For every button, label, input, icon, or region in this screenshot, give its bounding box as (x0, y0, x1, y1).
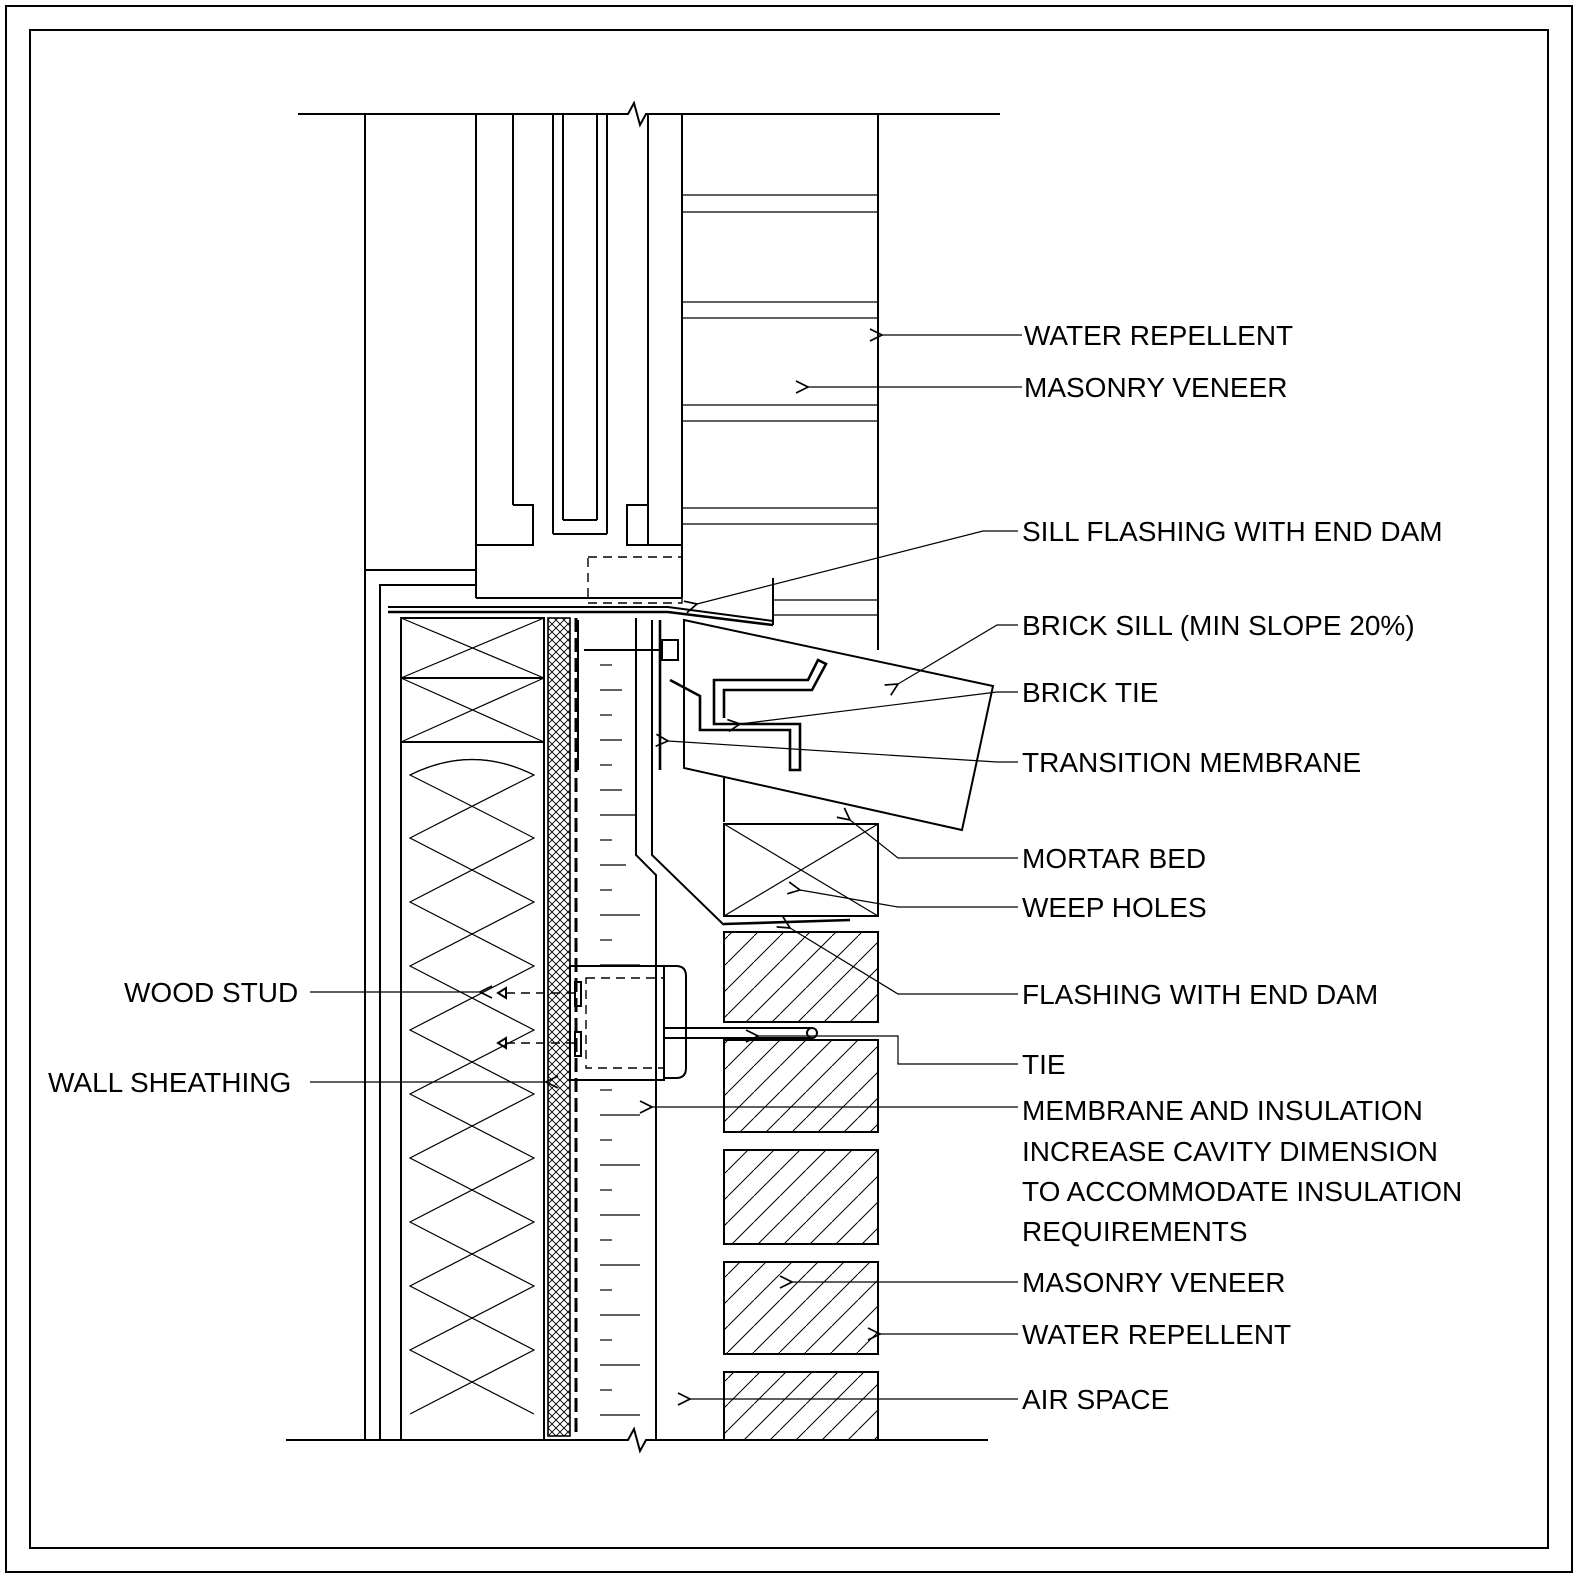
label-tie: TIE (1022, 1049, 1066, 1080)
label-membrane-insulation-1: MEMBRANE AND INSULATION (1022, 1095, 1423, 1126)
label-membrane-insulation-3: TO ACCOMMODATE INSULATION (1022, 1176, 1462, 1207)
label-wood-stud: WOOD STUD (124, 977, 298, 1008)
inner-frame (29, 29, 1549, 1549)
label-sill-flashing: SILL FLASHING WITH END DAM (1022, 516, 1443, 547)
label-transition-membrane: TRANSITION MEMBRANE (1022, 747, 1361, 778)
label-wall-sheathing: WALL SHEATHING (48, 1067, 291, 1098)
rigid-insulation (600, 618, 657, 1440)
break-line-top (298, 100, 1000, 128)
brick-sill (683, 618, 995, 832)
upper-masonry-veneer (682, 114, 879, 650)
label-membrane-insulation-4: REQUIREMENTS (1022, 1216, 1248, 1247)
wall-sheathing (547, 617, 571, 1437)
weep-brick (723, 823, 879, 917)
base-flashing (723, 918, 851, 926)
label-air-space: AIR SPACE (1022, 1384, 1169, 1415)
brick-tie (584, 639, 828, 772)
masonry-tie-anchor (496, 965, 818, 1081)
batt-insulation (408, 758, 536, 1415)
wood-stud-plates (400, 617, 545, 1440)
callout-labels: WATER REPELLENT MASONRY VENEER SILL FLAS… (48, 320, 1462, 1415)
label-brick-tie: BRICK TIE (1022, 677, 1158, 708)
outer-frame (5, 5, 1573, 1573)
label-brick-sill: BRICK SILL (MIN SLOPE 20%) (1022, 610, 1415, 641)
label-mortar-bed: MORTAR BED (1022, 843, 1206, 874)
interior-finish (364, 114, 476, 1440)
label-water-repellent-top: WATER REPELLENT (1024, 320, 1293, 351)
label-flashing-end-dam: FLASHING WITH END DAM (1022, 979, 1378, 1010)
leader-lines (310, 335, 1022, 1399)
label-masonry-veneer-top: MASONRY VENEER (1024, 372, 1287, 403)
label-weep-holes: WEEP HOLES (1022, 892, 1207, 923)
label-water-repellent-bottom: WATER REPELLENT (1022, 1319, 1291, 1350)
label-membrane-insulation-2: INCREASE CAVITY DIMENSION (1022, 1136, 1438, 1167)
break-line-bottom (286, 1426, 988, 1454)
lower-masonry-veneer (723, 931, 879, 1441)
window-frame (475, 114, 683, 604)
sill-flashing (388, 578, 774, 627)
label-masonry-veneer-bottom: MASONRY VENEER (1022, 1267, 1285, 1298)
